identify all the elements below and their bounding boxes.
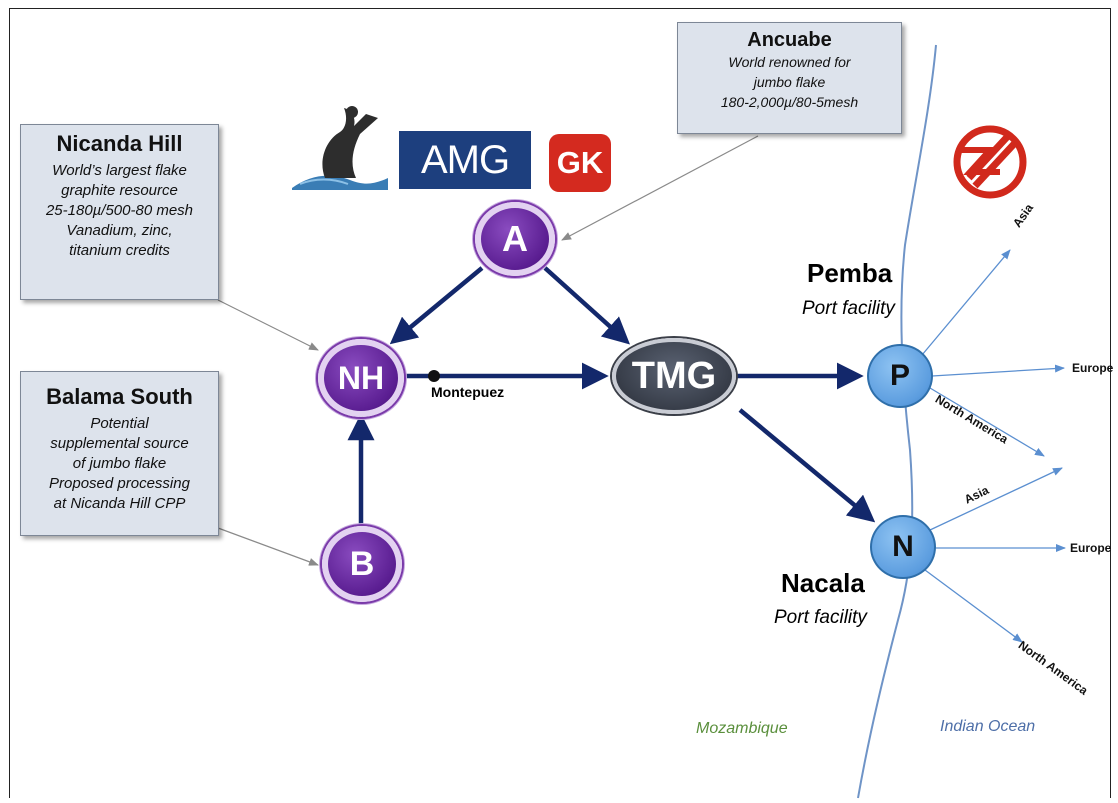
node-balama-south: B [322, 526, 402, 602]
nacala-label: Nacala [781, 568, 865, 598]
coastline [857, 44, 937, 799]
route-pemba-europe [931, 364, 1065, 377]
rider-logo-icon [292, 106, 388, 190]
balama-south-description: Potential supplemental source of jumbo f… [49, 415, 190, 512]
gk-logo-text: GK [556, 145, 604, 180]
route-nacala-north-america [924, 569, 1023, 643]
balama-south-callout: Balama South Potential supplemental sour… [20, 371, 219, 536]
balama-pointer [217, 527, 319, 566]
node-tmg: TMG [612, 338, 736, 414]
pemba-dest-europe: Europe [1072, 361, 1114, 375]
pemba-subtitle: Port facility [802, 298, 895, 319]
ancuabe-title: Ancuabe [747, 29, 832, 51]
montepuez-label: Montepuez [431, 384, 505, 400]
montepuez-dot [428, 370, 440, 382]
route-pemba-north-america [929, 387, 1045, 457]
indian-ocean-label: Indian Ocean [940, 718, 1036, 735]
arrow-a-to-tmg [543, 266, 631, 345]
pemba-label: Pemba [807, 258, 893, 288]
amg-logo-text: AMG [420, 137, 510, 182]
ancuabe-pointer [561, 135, 759, 241]
nicanda-hill-description: World’s largest flake graphite resource … [45, 162, 194, 259]
node-nacala: N [870, 515, 936, 579]
node-nicanda-hill: NH [318, 339, 404, 417]
route-nacala-asia [929, 467, 1063, 531]
node-pemba: P [867, 344, 933, 408]
ancuabe-callout: Ancuabe World renowned for jumbo flake 1… [677, 22, 902, 134]
mozambique-label: Mozambique [696, 720, 788, 737]
amg-logo: AMG [399, 131, 531, 189]
arrow-tmg-to-n [738, 408, 876, 523]
nacala-dest-europe: Europe [1070, 541, 1112, 555]
nicanda-hill-callout: Nicanda Hill World’s largest flake graph… [20, 124, 219, 300]
nicanda-pointer [217, 299, 319, 351]
nicanda-hill-title: Nicanda Hill [56, 131, 183, 156]
route-pemba-asia [921, 249, 1011, 356]
ancuabe-description: World renowned for jumbo flake 180-2,000… [720, 54, 859, 110]
frame [9, 8, 1111, 798]
node-ancuabe: A [475, 202, 555, 276]
red-emblem-icon [953, 125, 1027, 199]
nacala-subtitle: Port facility [774, 607, 867, 628]
arrow-a-to-nh [389, 266, 484, 345]
balama-south-title: Balama South [46, 384, 193, 409]
gk-logo: GK [549, 134, 611, 192]
